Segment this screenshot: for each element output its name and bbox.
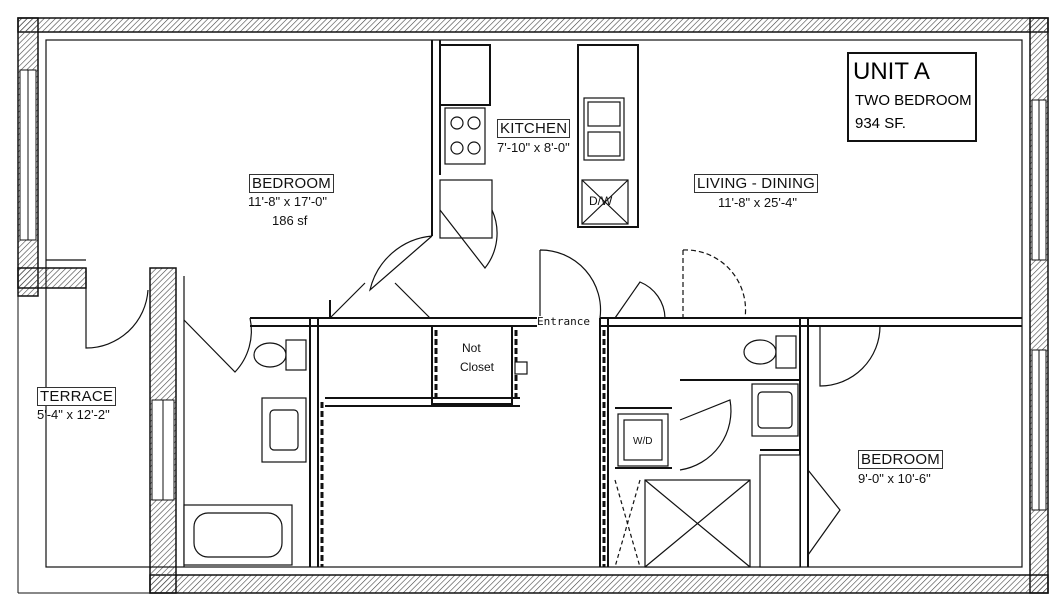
unit-title-box: UNIT A TWO BEDROOM 934 SF. — [847, 52, 977, 142]
windows — [19, 69, 1047, 511]
bedroom1-dims: 11'-8" x 17'-0" — [248, 194, 327, 209]
unit-area: 934 SF. — [855, 115, 906, 132]
fixtures — [183, 97, 801, 568]
terrace-name: TERRACE — [37, 387, 117, 406]
closet-label-line2: Closet — [460, 360, 495, 374]
bedroom1-area: 186 sf — [272, 213, 308, 228]
dishwasher-label: D/W — [589, 194, 613, 208]
terrace-dims: 5'-4" x 12'-2" — [37, 407, 110, 422]
living-dims: 11'-8" x 25'-4" — [718, 195, 797, 210]
kitchen-name: KITCHEN — [497, 119, 571, 138]
unit-type: TWO BEDROOM — [855, 92, 972, 109]
toilet — [253, 342, 287, 368]
unit-name: UNIT A — [853, 58, 930, 85]
washer-dryer-label: W/D — [633, 436, 653, 447]
toilet — [743, 339, 777, 365]
entrance-label: Entrance — [537, 315, 590, 329]
kitchen-dims: 7'-10" x 8'-0" — [497, 140, 570, 155]
bedroom2-dims: 9'-0" x 10'-6" — [858, 471, 931, 486]
closet-label-line1: Not — [462, 341, 481, 355]
bedroom1-name: BEDROOM — [249, 174, 334, 193]
hatched-partitions — [320, 330, 606, 567]
living-name: LIVING - DINING — [694, 174, 819, 193]
terrace-outline — [17, 296, 150, 594]
door-swings — [85, 179, 881, 556]
bedroom2-name: BEDROOM — [858, 450, 943, 469]
stove — [444, 107, 486, 165]
